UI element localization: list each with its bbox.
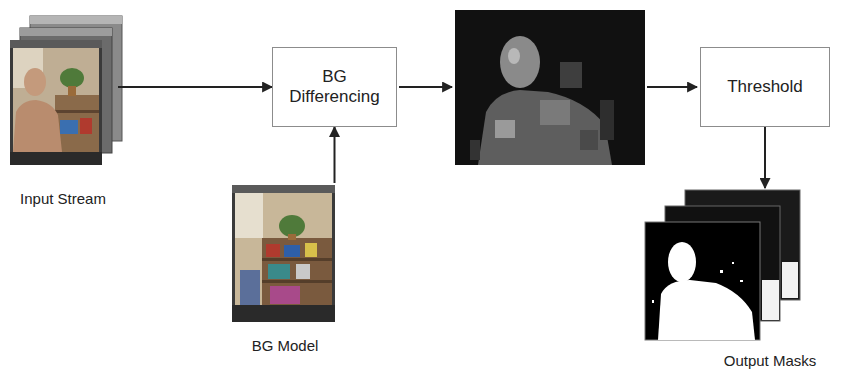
flow-arrow xyxy=(647,86,697,88)
input-stream-node: Input Stream xyxy=(8,8,118,208)
flow-arrow xyxy=(334,127,336,183)
box-label: BG Differencing xyxy=(287,67,382,108)
flow-arrow xyxy=(399,86,452,88)
flow-arrow xyxy=(118,86,272,88)
bg-model-image xyxy=(232,185,335,322)
image-caption: Output Masks xyxy=(722,352,819,370)
flow-arrow xyxy=(764,127,766,188)
output-masks-image xyxy=(645,190,800,340)
difference-image xyxy=(455,10,645,165)
image-caption: BG Model xyxy=(250,337,321,355)
bg-model-node: BG Model xyxy=(225,183,345,355)
input-frames xyxy=(10,16,122,165)
image-caption: Input Stream xyxy=(18,190,108,208)
box-label: Threshold xyxy=(727,77,803,97)
process-box: BG Differencing xyxy=(272,47,397,127)
output-masks-node: Output Masks xyxy=(700,188,840,370)
process-box: Threshold xyxy=(700,47,830,127)
